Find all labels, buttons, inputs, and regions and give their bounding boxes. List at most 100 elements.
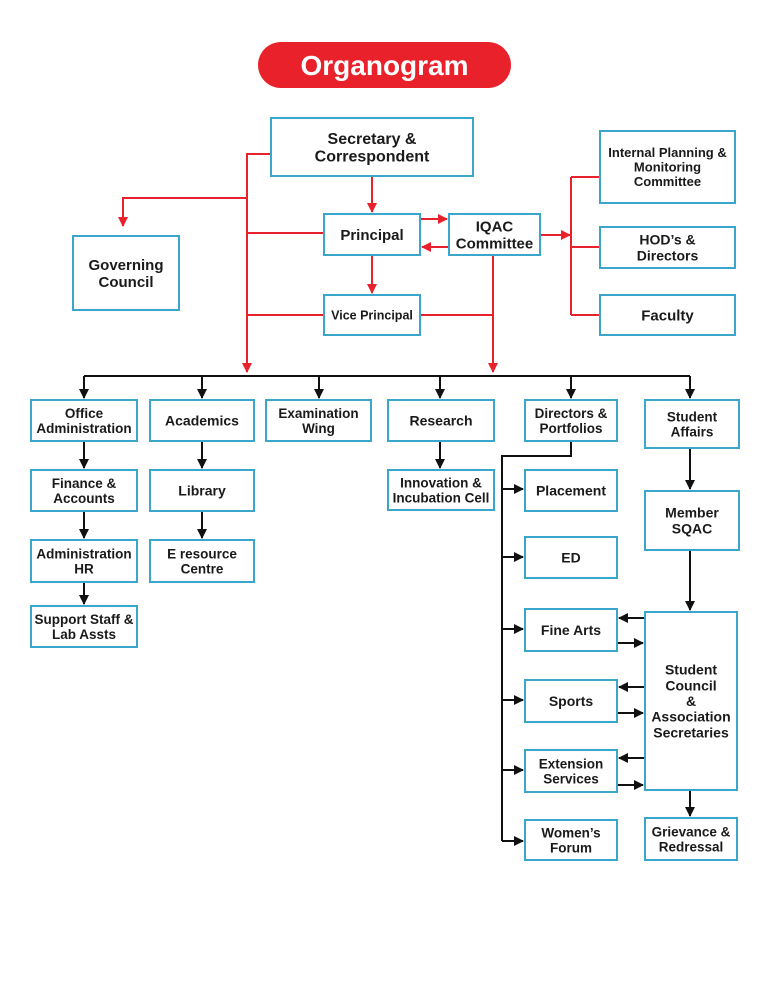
- node-hods-directors: HOD’s &Directors: [599, 226, 736, 269]
- node-directors-portfolios: Directors &Portfolios: [524, 399, 618, 442]
- node-label: Directors &: [535, 406, 608, 421]
- connector-directors-bus: [501, 441, 572, 841]
- node-box: [599, 226, 736, 269]
- node-box: [149, 469, 255, 512]
- node-label: Monitoring: [634, 160, 701, 175]
- node-label: Affairs: [671, 424, 714, 439]
- title-pill: [258, 42, 511, 88]
- node-box: [30, 399, 138, 442]
- node-box: [30, 469, 138, 512]
- node-label: Forum: [550, 840, 592, 855]
- node-vice-principal: Vice Principal: [323, 294, 421, 336]
- node-label: &: [686, 693, 696, 709]
- node-label: Vice Principal: [331, 309, 413, 323]
- node-label: Accounts: [53, 491, 115, 506]
- node-academics: Academics: [149, 399, 255, 442]
- node-label: Faculty: [641, 307, 694, 324]
- node-label: Internal Planning &: [608, 145, 726, 160]
- node-label: Committee: [634, 174, 701, 189]
- node-finance-accounts: Finance &Accounts: [30, 469, 138, 512]
- node-label: IQAC: [476, 219, 514, 236]
- node-library: Library: [149, 469, 255, 512]
- node-label: E resource: [167, 546, 237, 561]
- node-box: [524, 399, 618, 442]
- node-label: Placement: [536, 483, 606, 499]
- node-research: Research: [387, 399, 495, 442]
- node-label: Lab Assts: [52, 627, 116, 642]
- node-label: Administration: [36, 546, 131, 561]
- node-label: Council: [665, 677, 716, 693]
- node-label: Innovation &: [400, 475, 482, 490]
- node-label: Association: [651, 709, 730, 725]
- node-box: [387, 399, 495, 442]
- node-box: [323, 213, 421, 256]
- node-label: Support Staff &: [35, 612, 134, 627]
- node-label: Examination: [278, 406, 358, 421]
- node-box: [524, 469, 618, 512]
- node-box: [524, 536, 618, 579]
- node-label: Centre: [181, 561, 224, 576]
- node-innovation: Innovation &Incubation Cell: [387, 469, 495, 511]
- node-label: HR: [74, 561, 94, 576]
- node-label: Finance &: [52, 476, 117, 491]
- node-label: Student: [667, 409, 718, 424]
- node-label: Secretaries: [653, 724, 729, 740]
- node-label: Academics: [165, 413, 239, 429]
- node-box: [448, 213, 541, 256]
- node-faculty: Faculty: [599, 294, 736, 336]
- node-ed: ED: [524, 536, 618, 579]
- node-placement: Placement: [524, 469, 618, 512]
- node-box: [524, 749, 618, 793]
- node-label: Grievance &: [652, 824, 731, 839]
- node-label: Fine Arts: [541, 622, 601, 638]
- node-label: Secretary &: [328, 131, 417, 148]
- node-fine-arts: Fine Arts: [524, 608, 618, 652]
- node-label: Directors: [637, 247, 699, 263]
- node-label: HOD’s &: [639, 232, 695, 248]
- node-box: [149, 399, 255, 442]
- node-box: [524, 679, 618, 723]
- node-box: [270, 117, 474, 177]
- node-label: Redressal: [659, 839, 724, 854]
- node-label: Correspondent: [315, 149, 430, 166]
- node-support-staff: Support Staff &Lab Assts: [30, 605, 138, 648]
- node-label: Member: [665, 505, 719, 521]
- node-label: Wing: [302, 421, 335, 436]
- connector-secretary-trunk: [242, 153, 271, 373]
- node-box: [323, 294, 421, 336]
- black-connectors: [79, 375, 695, 846]
- node-label: Women’s: [541, 825, 600, 840]
- node-box: [387, 469, 495, 511]
- page-title: Organogram: [300, 50, 468, 81]
- node-label: SQAC: [672, 520, 712, 536]
- node-label: Library: [178, 483, 226, 499]
- title-banner: Organogram: [258, 42, 511, 88]
- node-box: [644, 399, 740, 449]
- node-label: Governing: [88, 257, 163, 274]
- node-box: [599, 294, 736, 336]
- node-label: Extension: [539, 756, 604, 771]
- node-label: Committee: [456, 235, 534, 252]
- node-label: Services: [543, 771, 599, 786]
- node-grievance: Grievance &Redressal: [644, 817, 738, 861]
- node-box: [524, 608, 618, 652]
- node-label: Administration: [36, 421, 131, 436]
- node-label: Portfolios: [540, 421, 603, 436]
- node-label: Principal: [340, 227, 403, 244]
- node-box: [644, 490, 740, 551]
- node-label: ED: [561, 550, 580, 566]
- connector-to-governing-council: [118, 197, 247, 227]
- node-box: [599, 130, 736, 204]
- node-label: Student: [665, 662, 717, 678]
